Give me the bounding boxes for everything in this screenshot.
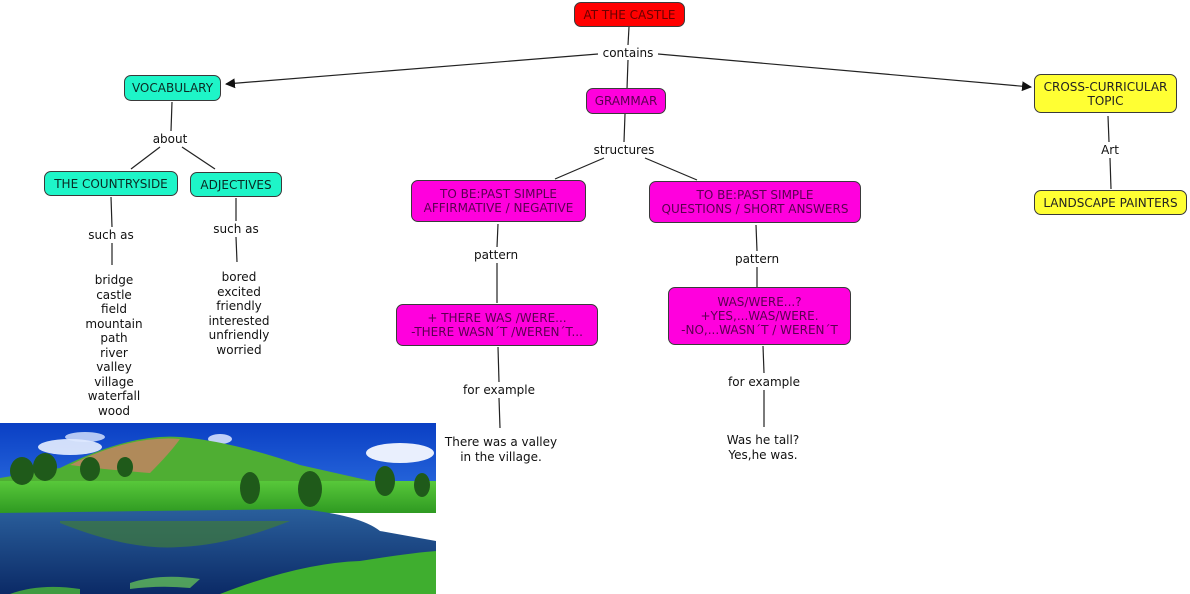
example-was-he-tall: Was he tall? Yes,he was. [726, 433, 800, 462]
foreground-grass [10, 586, 80, 594]
adjective-word: worried [216, 342, 262, 357]
link-contains-grammar [626, 59, 629, 90]
link-crosscurricular-art [1107, 115, 1110, 143]
concept-grammar[interactable]: GRAMMAR [586, 88, 666, 114]
link-affirmative-pattern [496, 223, 499, 248]
link-label-art: Art [1099, 143, 1121, 157]
countryside-word: valley [96, 360, 132, 374]
foreground-grass [220, 551, 436, 594]
link-vocabulary-about [170, 101, 173, 132]
concept-cross-curricular-topic[interactable]: CROSS-CURRICULAR TOPIC [1034, 74, 1177, 113]
link-label-for-example-affirmative: for example [461, 383, 537, 397]
concept-landscape-painters[interactable]: LANDSCAPE PAINTERS [1034, 190, 1187, 215]
countryside-word: castle [96, 287, 132, 302]
link-structures-affirmative [554, 157, 605, 180]
landscape-image [0, 423, 436, 594]
countryside-word: wood [97, 403, 131, 418]
concept-past-simple-questions-short-answers[interactable]: TO BE:PAST SIMPLE QUESTIONS / SHORT ANSW… [649, 181, 861, 223]
link-waswere-forexample [762, 345, 765, 374]
example-there-was-a-valley: There was a valley in the village. [444, 435, 558, 464]
adjective-word: friendly [216, 299, 262, 313]
countryside-word: mountain [85, 316, 143, 331]
link-label-structures: structures [591, 143, 657, 157]
cloud [65, 432, 105, 442]
link-countryside-suchas [110, 196, 113, 228]
link-contains-vocabulary [225, 53, 599, 89]
link-label-contains: contains [600, 46, 656, 60]
link-contains-crosscurricular [657, 53, 1032, 92]
concept-vocabulary[interactable]: VOCABULARY [124, 75, 221, 101]
concept-was-were-question-pattern[interactable]: WAS/WERE...? +YES,...WAS/WERE. -NO,...WA… [668, 287, 851, 345]
meadow [0, 481, 436, 513]
cloud [366, 443, 434, 463]
countryside-word: bridge [94, 273, 134, 287]
adjective-word: excited [217, 284, 261, 299]
adjective-word: unfriendly [208, 328, 270, 342]
link-questions-pattern [755, 224, 758, 252]
link-suchas-adjwords [235, 236, 238, 263]
link-label-about: about [150, 132, 190, 146]
countryside-word: river [100, 345, 128, 360]
concept-past-simple-affirmative-negative[interactable]: TO BE:PAST SIMPLE AFFIRMATIVE / NEGATIVE [411, 180, 586, 222]
link-label-pattern-questions: pattern [732, 252, 782, 266]
link-thereswas-forexample [497, 346, 500, 383]
link-root-contains [627, 26, 630, 46]
link-label-such-as-countryside: such as [86, 228, 136, 242]
link-art-painters [1109, 157, 1112, 190]
foreground-grass [130, 576, 200, 589]
link-forexample-example1 [498, 397, 501, 429]
adjective-word: interested [208, 313, 270, 328]
countryside-word: path [100, 331, 128, 345]
link-about-adjectives [181, 146, 216, 170]
concept-adjectives[interactable]: ADJECTIVES [190, 172, 282, 197]
link-label-such-as-adjectives: such as [211, 222, 261, 236]
link-grammar-structures [623, 113, 626, 143]
link-about-countryside [130, 146, 161, 170]
concept-at-the-castle[interactable]: AT THE CASTLE [574, 2, 685, 27]
countryside-word: village [94, 374, 134, 389]
link-label-for-example-questions: for example [726, 375, 802, 389]
adjective-word: bored [221, 270, 257, 284]
cloud [208, 434, 232, 444]
countryside-word: field [101, 302, 127, 316]
concept-there-was-were-pattern[interactable]: + THERE WAS /WERE... -THERE WASN´T /WERE… [396, 304, 598, 346]
link-label-pattern-affirmative: pattern [471, 248, 521, 262]
cloud [38, 439, 102, 455]
link-structures-questions [644, 157, 698, 181]
trees [10, 453, 430, 507]
lake-reflection [60, 521, 290, 548]
concept-the-countryside[interactable]: THE COUNTRYSIDE [44, 171, 178, 196]
countryside-word: waterfall [87, 389, 141, 403]
